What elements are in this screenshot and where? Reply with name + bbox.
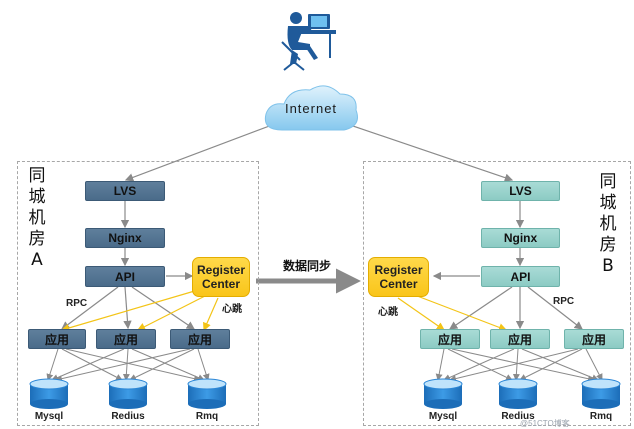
dc-a-mysql-label: Mysql bbox=[34, 411, 64, 422]
data-sync-label: 数据同步 bbox=[283, 259, 332, 273]
dc-a-rpc-label: RPC bbox=[66, 298, 88, 309]
dc-a-nginx-node: Nginx bbox=[85, 228, 165, 248]
dc-b-rmq-label: Rmq bbox=[589, 411, 613, 422]
internet-label: Internet bbox=[284, 101, 338, 116]
dc-a-redius-label: Redius bbox=[111, 411, 145, 422]
dc-b-mysql-db-icon bbox=[423, 378, 463, 409]
dc-b-app-node-2: 应用 bbox=[490, 329, 550, 349]
dc-b-lvs-node: LVS bbox=[481, 181, 560, 201]
dc-a-redius-db-icon bbox=[108, 378, 148, 409]
datacenter-b-title: 同 城 机 房 B bbox=[599, 172, 617, 276]
dc-b-nginx-node: Nginx bbox=[481, 228, 560, 248]
dc-b-rpc-label: RPC bbox=[553, 296, 575, 307]
datacenter-a-title: 同 城 机 房 A bbox=[28, 166, 46, 270]
dc-b-heartbeat-label: 心跳 bbox=[378, 307, 398, 318]
dc-a-app-node-3: 应用 bbox=[170, 329, 230, 349]
dc-b-app-node-1: 应用 bbox=[420, 329, 480, 349]
dc-b-rmq-db-icon bbox=[581, 378, 621, 409]
dc-b-redius-db-icon bbox=[498, 378, 538, 409]
dc-a-rmq-db-icon bbox=[187, 378, 227, 409]
dc-a-heartbeat-label: 心跳 bbox=[222, 304, 242, 315]
dc-a-mysql-db-icon bbox=[29, 378, 69, 409]
watermark: @51CTO博客 bbox=[520, 419, 570, 428]
dc-b-api-node: API bbox=[481, 266, 560, 287]
dc-a-rmq-label: Rmq bbox=[195, 411, 219, 422]
dc-a-app-node-1: 应用 bbox=[28, 329, 86, 349]
dc-a-lvs-node: LVS bbox=[85, 181, 165, 201]
dc-b-mysql-label: Mysql bbox=[428, 411, 458, 422]
dc-b-redius-label: Redius bbox=[501, 411, 535, 422]
dc-a-api-node: API bbox=[85, 266, 165, 287]
dc-b-app-node-3: 应用 bbox=[564, 329, 624, 349]
dc-a-app-node-2: 应用 bbox=[96, 329, 156, 349]
